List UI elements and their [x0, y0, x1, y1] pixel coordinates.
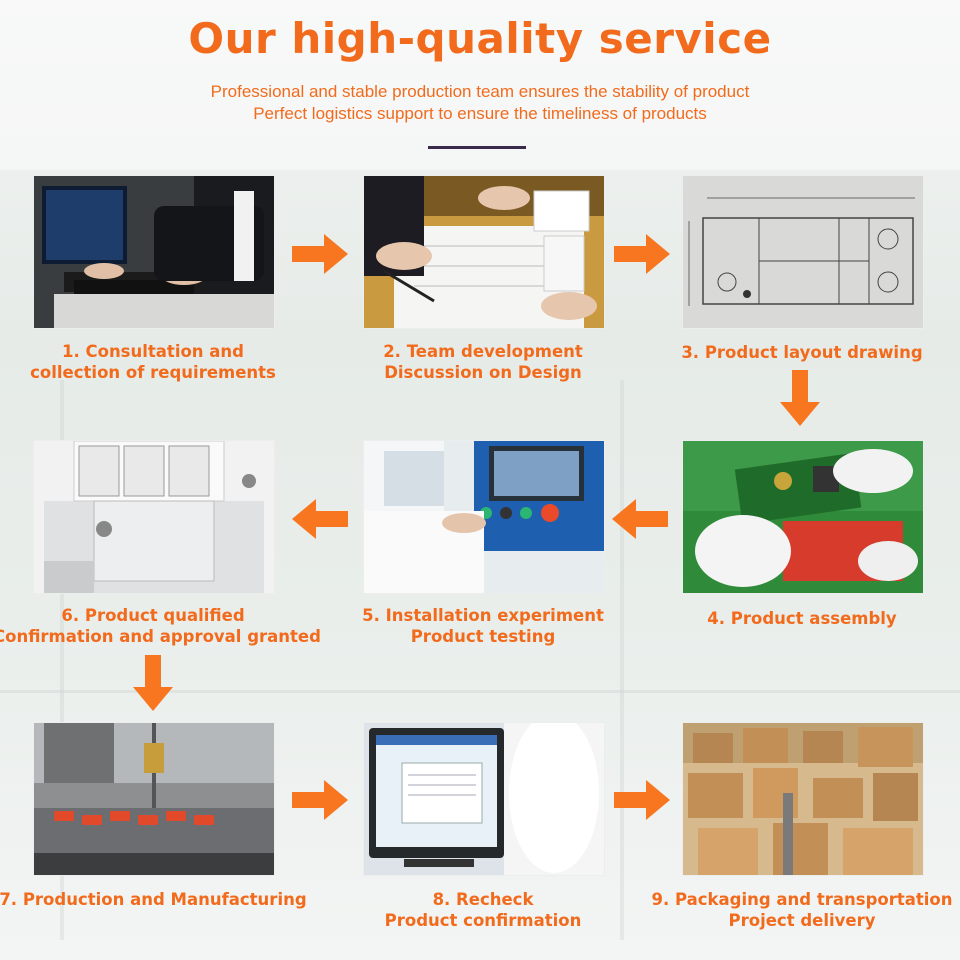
background-pillar: [620, 380, 624, 940]
step-2-label-line-2: Discussion on Design: [384, 363, 582, 382]
step-1-image: [33, 175, 275, 329]
step-5-label-line-1: 5. Installation experiment: [362, 606, 604, 625]
background-beam: [0, 690, 960, 693]
arrow-right-icon: [292, 234, 348, 274]
step-2-label-line-1: 2. Team development: [383, 342, 583, 361]
subtitle-line-1: Professional and stable production team …: [210, 82, 750, 101]
step-1-label-line-1: 1. Consultation and: [62, 342, 244, 361]
step-9-label: 9. Packaging and transportation Project …: [642, 889, 960, 931]
step-8-label-line-1: 8. Recheck: [432, 890, 534, 909]
step-9-image: [682, 722, 924, 876]
page-title: Our high-quality service: [188, 14, 772, 63]
arrow-left-icon: [292, 499, 348, 539]
step-2-image: [363, 175, 605, 329]
step-6-label-line-1: 6. Product qualified: [61, 606, 245, 625]
step-2-label: 2. Team development Discussion on Design: [323, 341, 643, 383]
step-7-label-line-1: 7. Production and Manufacturing: [0, 890, 307, 909]
background-top-band: [0, 0, 960, 170]
step-7-label: 7. Production and Manufacturing: [0, 889, 313, 910]
step-1-label: 1. Consultation and collection of requir…: [0, 341, 313, 383]
arrow-right-icon: [292, 780, 348, 820]
arrow-right-icon: [614, 234, 670, 274]
background-pillar: [60, 380, 64, 940]
step-6-label-line-2: Confirmation and approval granted: [0, 627, 321, 646]
step-5-label: 5. Installation experiment Product testi…: [323, 605, 643, 647]
step-1-label-line-2: collection of requirements: [30, 363, 276, 382]
step-9-label-line-1: 9. Packaging and transportation: [651, 890, 953, 909]
step-7-image: [33, 722, 275, 876]
step-8-label-line-2: Product confirmation: [384, 911, 582, 930]
step-8-label: 8. Recheck Product confirmation: [323, 889, 643, 931]
step-3-label-line-1: 3. Product layout drawing: [681, 343, 923, 362]
step-6-label: 6. Product qualified Confirmation and ap…: [0, 605, 321, 647]
step-4-label-line-1: 4. Product assembly: [707, 609, 897, 628]
step-9-label-line-2: Project delivery: [728, 911, 876, 930]
step-5-label-line-2: Product testing: [410, 627, 556, 646]
step-3-label: 3. Product layout drawing: [642, 342, 960, 363]
arrow-down-icon: [780, 370, 820, 426]
arrow-left-icon: [612, 499, 668, 539]
step-4-image: [682, 440, 924, 594]
subtitle-line-2: Perfect logistics support to ensure the …: [253, 104, 707, 123]
step-5-image: [363, 440, 605, 594]
arrow-right-icon: [614, 780, 670, 820]
step-8-image: [363, 722, 605, 876]
step-3-image: [682, 175, 924, 329]
title-divider: [428, 146, 526, 149]
arrow-down-icon: [133, 655, 173, 711]
step-4-label: 4. Product assembly: [642, 608, 960, 629]
step-6-image: [33, 440, 275, 594]
